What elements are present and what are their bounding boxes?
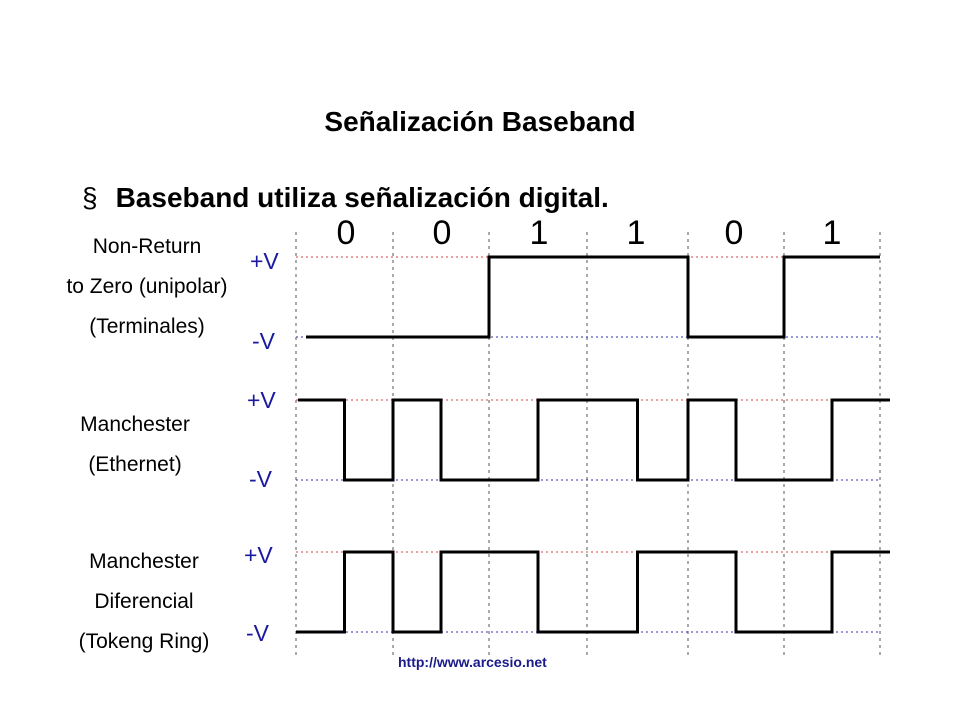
voltage-low-label: -V <box>246 620 269 646</box>
bullet-text: Baseband utiliza señalización digital. <box>115 182 609 213</box>
voltage-high-label: +V <box>247 387 276 413</box>
bit-label: 0 <box>432 214 452 252</box>
signal-name-line: (Terminales) <box>89 315 205 338</box>
bullet-symbol: § <box>82 182 98 213</box>
voltage-low-label: -V <box>252 328 275 354</box>
footer-url: http://www.arcesio.net <box>398 654 547 670</box>
signal-name-line: Manchester <box>89 550 199 573</box>
bit-label: 1 <box>822 214 842 252</box>
bit-label: 0 <box>724 214 744 252</box>
signal-name-line: (Ethernet) <box>88 453 182 476</box>
signal-name-line: to Zero (unipolar) <box>66 275 228 298</box>
signal-name-manchester: Manchester (Ethernet) <box>5 405 265 485</box>
bit-label: 0 <box>336 214 356 252</box>
signal-name-line: Non-Return <box>92 235 202 258</box>
voltage-low-label: -V <box>249 466 272 492</box>
signal-waveform <box>298 398 890 482</box>
voltage-high-label: +V <box>244 542 273 568</box>
signal-waveform <box>296 550 890 634</box>
voltage-high-label: +V <box>250 248 279 274</box>
signal-name-line: (Tokeng Ring) <box>78 630 210 653</box>
signal-waveform <box>306 255 880 339</box>
signal-name-nrz: Non-Return to Zero (unipolar) (Terminale… <box>17 227 277 347</box>
signal-name-line: Diferencial <box>94 590 194 613</box>
signal-name-differential-manchester: Manchester Diferencial (Tokeng Ring) <box>14 542 274 662</box>
slide-title: Señalización Baseband <box>324 106 636 137</box>
signal-name-line: Manchester <box>80 413 190 436</box>
bullet-item: § Baseband utiliza señalización digital. <box>82 182 609 214</box>
bit-label: 1 <box>529 214 549 252</box>
bit-label: 1 <box>626 214 646 252</box>
